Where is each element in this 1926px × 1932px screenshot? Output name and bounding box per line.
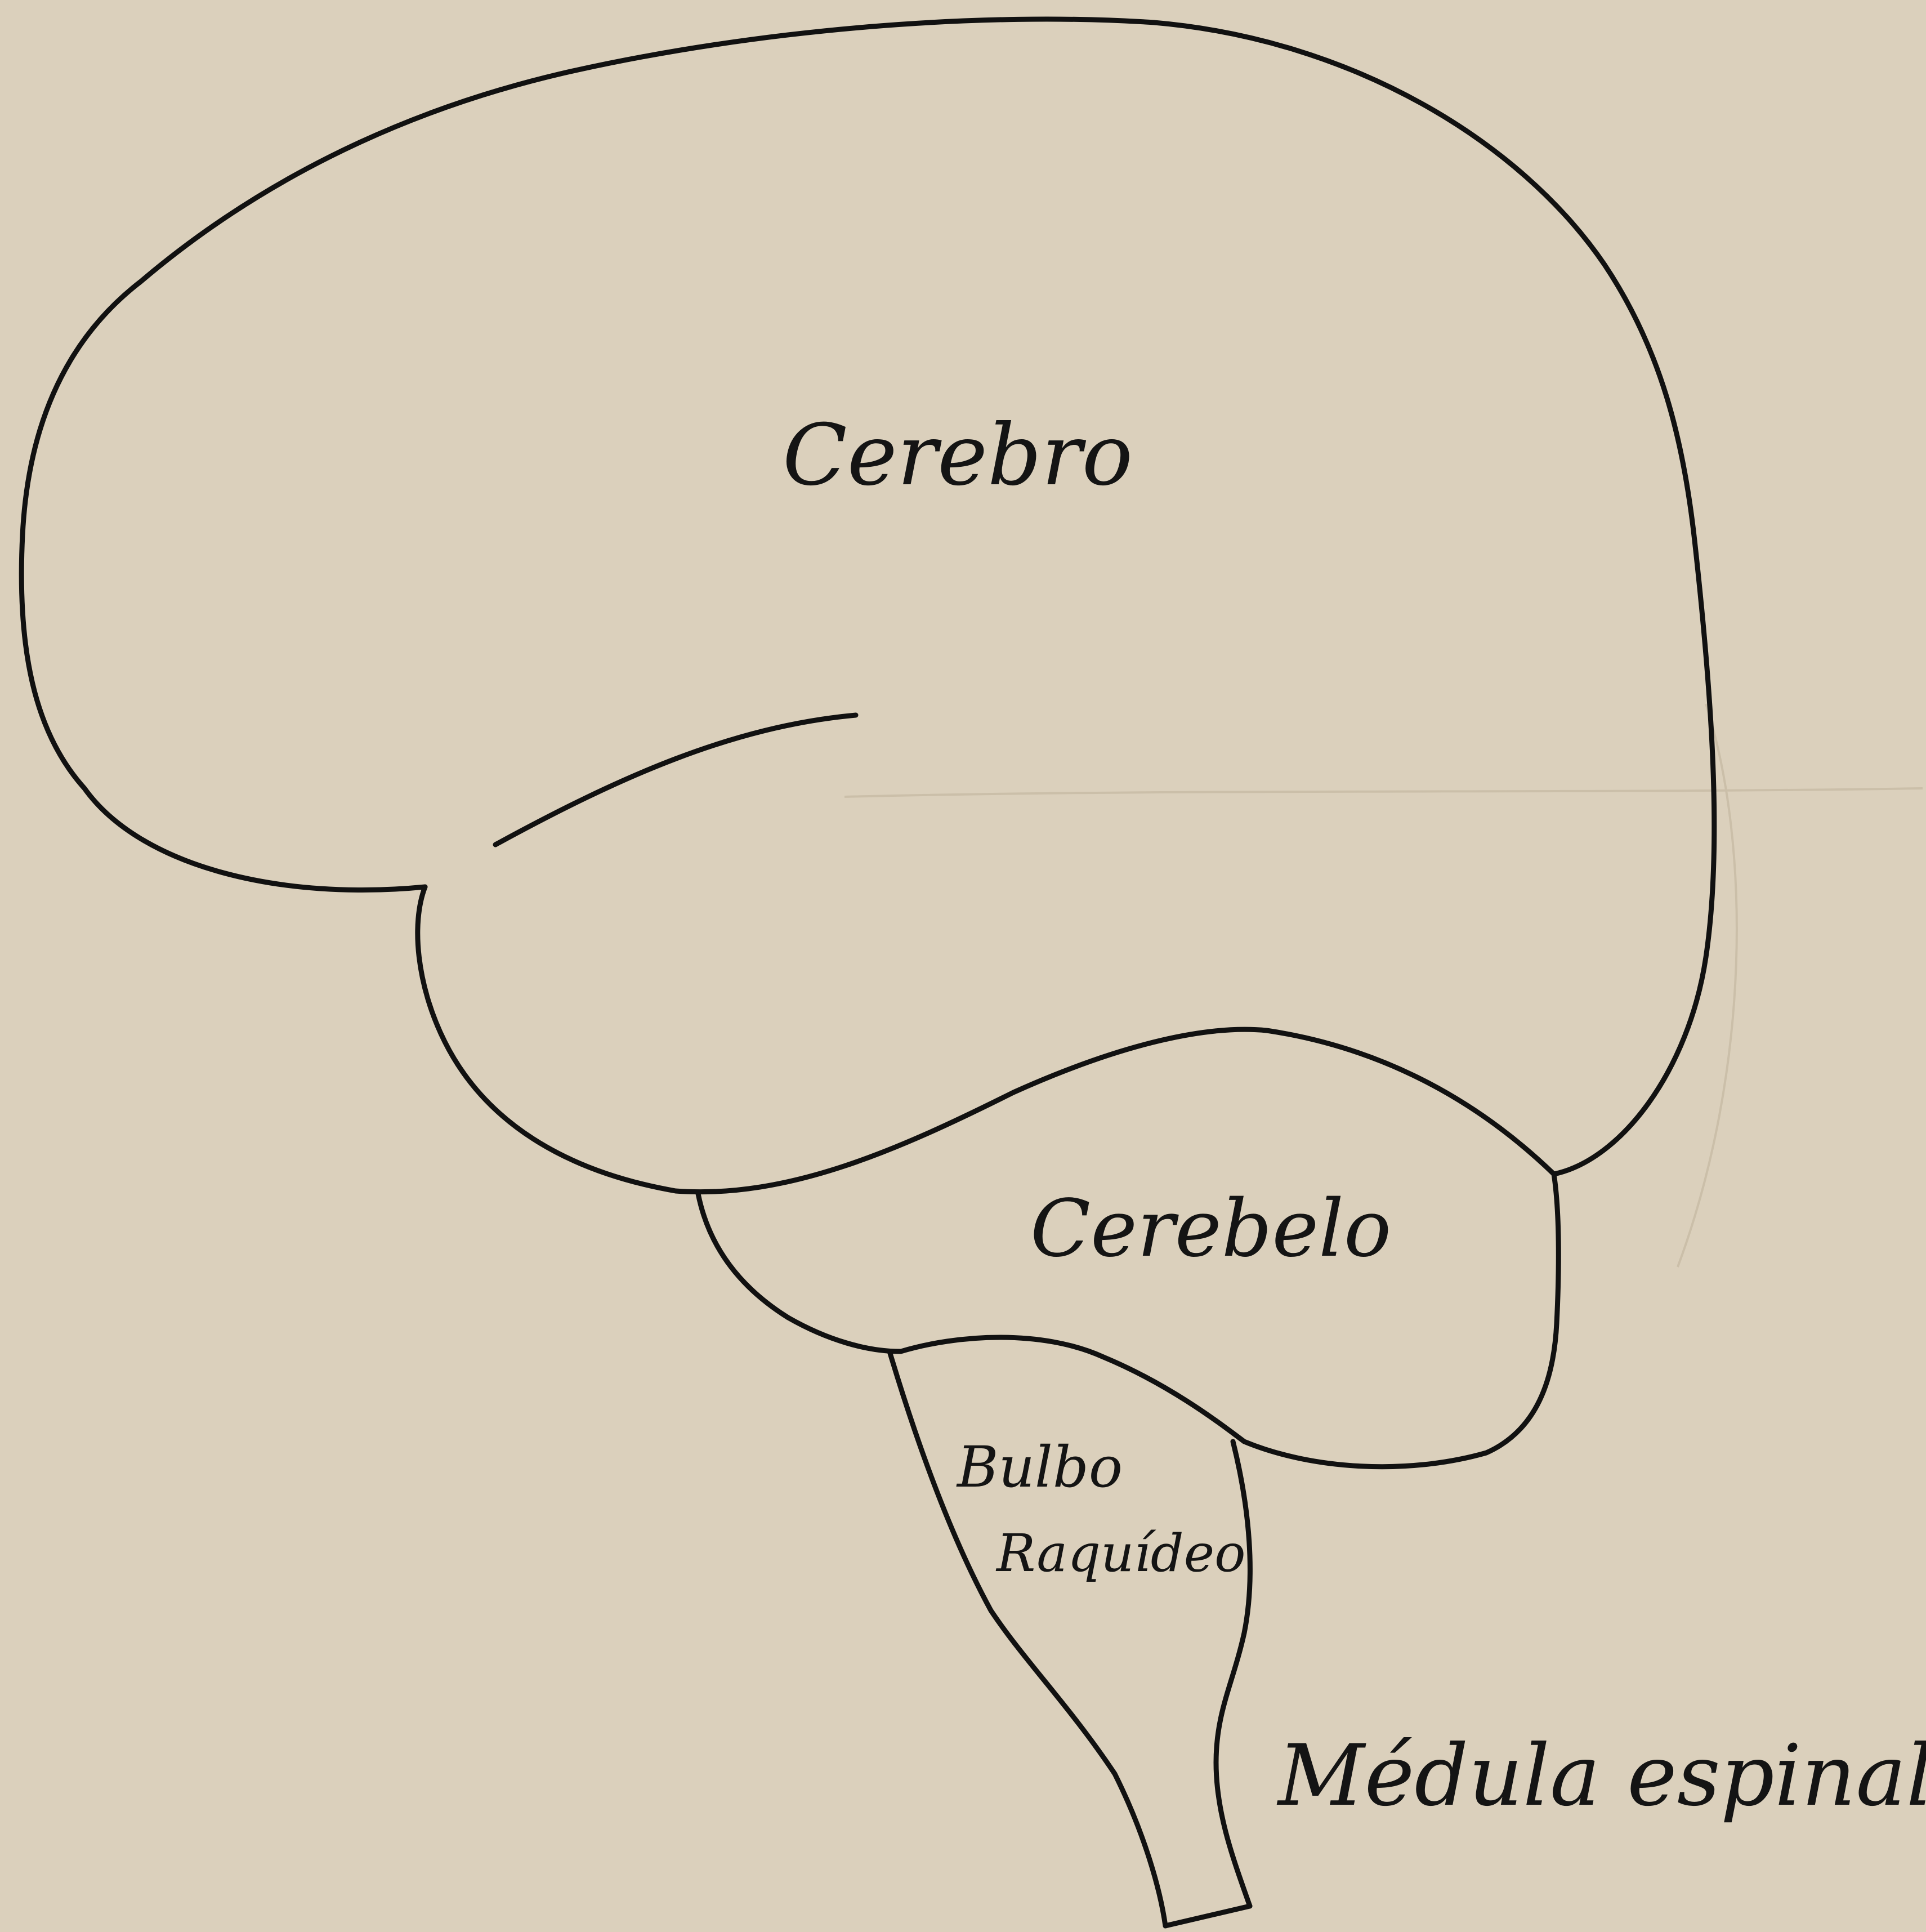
label-bulbo: Bulbo (956, 1434, 1123, 1500)
label-cerebelo: Cerebelo (1030, 1183, 1391, 1275)
spinal-cord-outline (1216, 1442, 1250, 1906)
spinal-cord-cut (1165, 1906, 1250, 1926)
label-raquideo: Raquídeo (995, 1523, 1246, 1583)
label-medula-espinal: Médula espinal (1276, 1727, 1926, 1825)
sylvian-fissure (495, 715, 856, 845)
cerebrum-outline (21, 19, 1714, 1174)
paper-fold-line (844, 788, 1923, 797)
label-cerebro: Cerebro (783, 407, 1133, 505)
temporal-lobe-outline (418, 887, 1554, 1192)
faint-pencil-arc (1678, 704, 1737, 1267)
